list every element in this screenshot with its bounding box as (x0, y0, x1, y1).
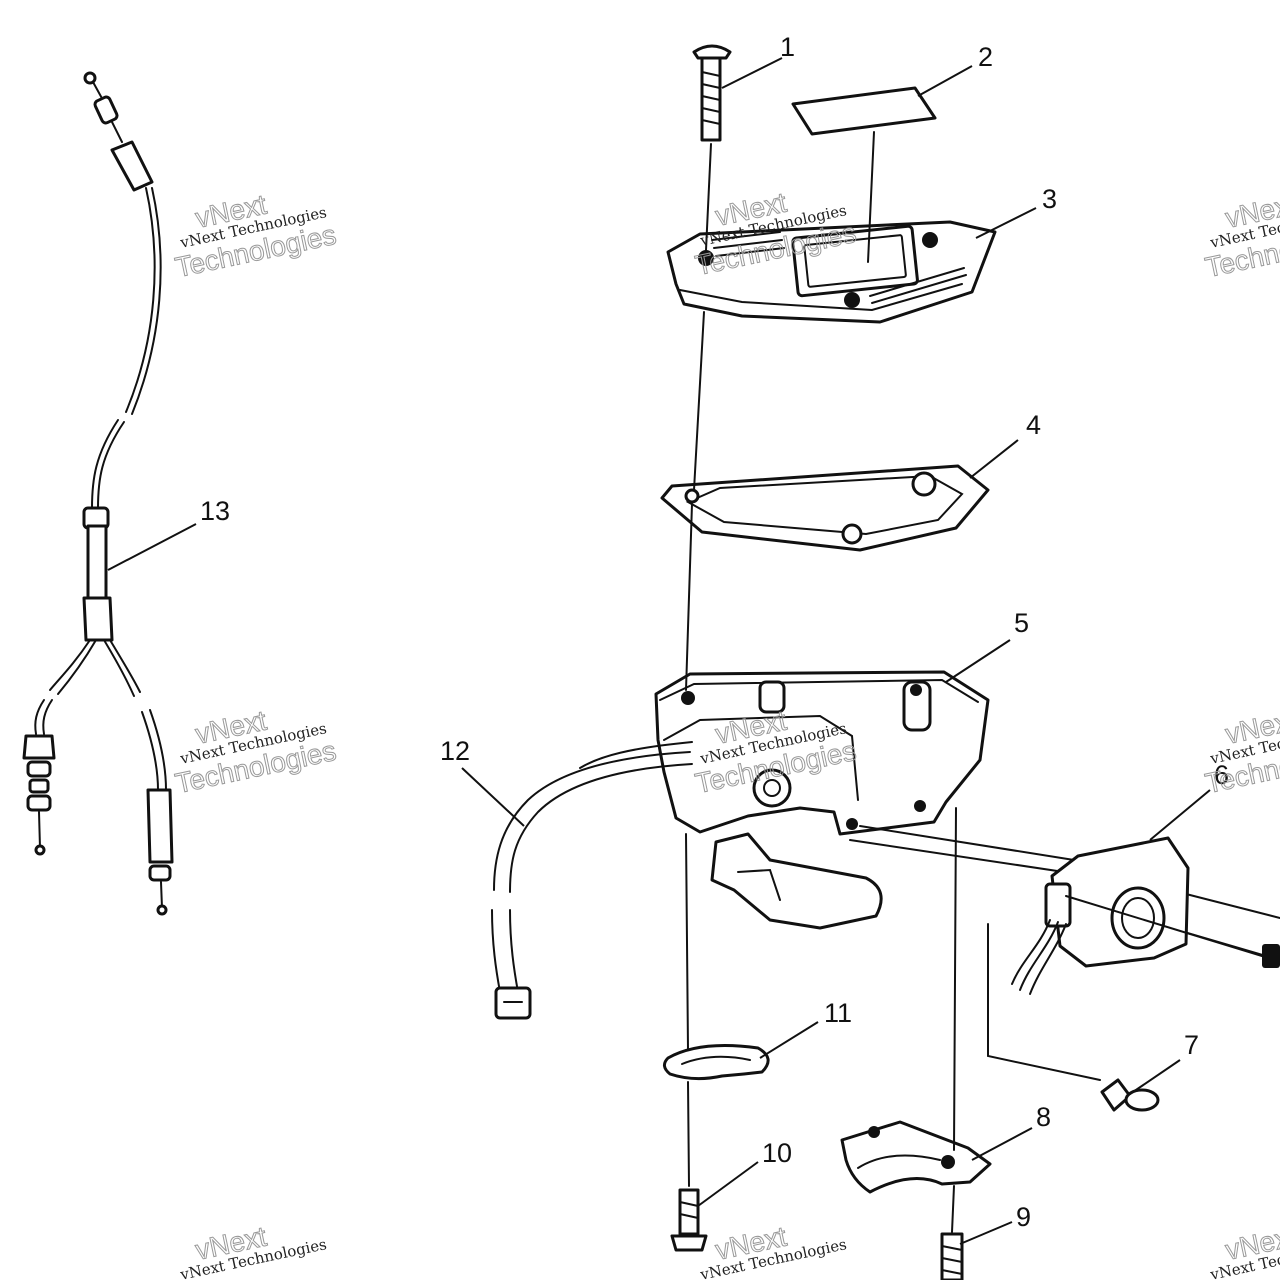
callout-1: 1 (780, 32, 795, 62)
callout-9: 9 (1016, 1202, 1031, 1232)
callout-5: 5 (1014, 608, 1029, 638)
switch-housing (654, 670, 990, 930)
callout-3: 3 (1042, 184, 1057, 214)
throttle-cable-assembly (22, 71, 174, 916)
callout-leaders (107, 57, 1211, 1245)
callout-7: 7 (1184, 1030, 1199, 1060)
wire-harness (491, 741, 693, 1020)
housing-cover (666, 220, 997, 324)
callout-11: 11 (824, 998, 852, 1028)
handlebar-clamp (840, 1120, 992, 1194)
screw-clamp (940, 1232, 964, 1280)
callout-labels: 1 2 3 4 5 6 7 8 9 10 11 12 13 (200, 32, 1229, 1232)
callout-12: 12 (440, 736, 470, 766)
alignment-lines (685, 131, 957, 1233)
screw-bottom (670, 1188, 708, 1252)
callout-4: 4 (1026, 410, 1041, 440)
switch-body (849, 825, 1280, 1081)
callout-8: 8 (1036, 1102, 1051, 1132)
gasket (660, 464, 990, 552)
callout-2: 2 (978, 42, 993, 72)
callout-6: 6 (1214, 760, 1229, 790)
spring-clip (663, 1044, 770, 1081)
watermarks: vNext vNext Technologies Technologies vN… (172, 186, 1280, 1280)
callout-10: 10 (762, 1138, 792, 1168)
decal (791, 86, 937, 136)
screw-top (692, 44, 732, 142)
indicator-bulb (1100, 1078, 1160, 1112)
callout-13: 13 (200, 496, 230, 526)
